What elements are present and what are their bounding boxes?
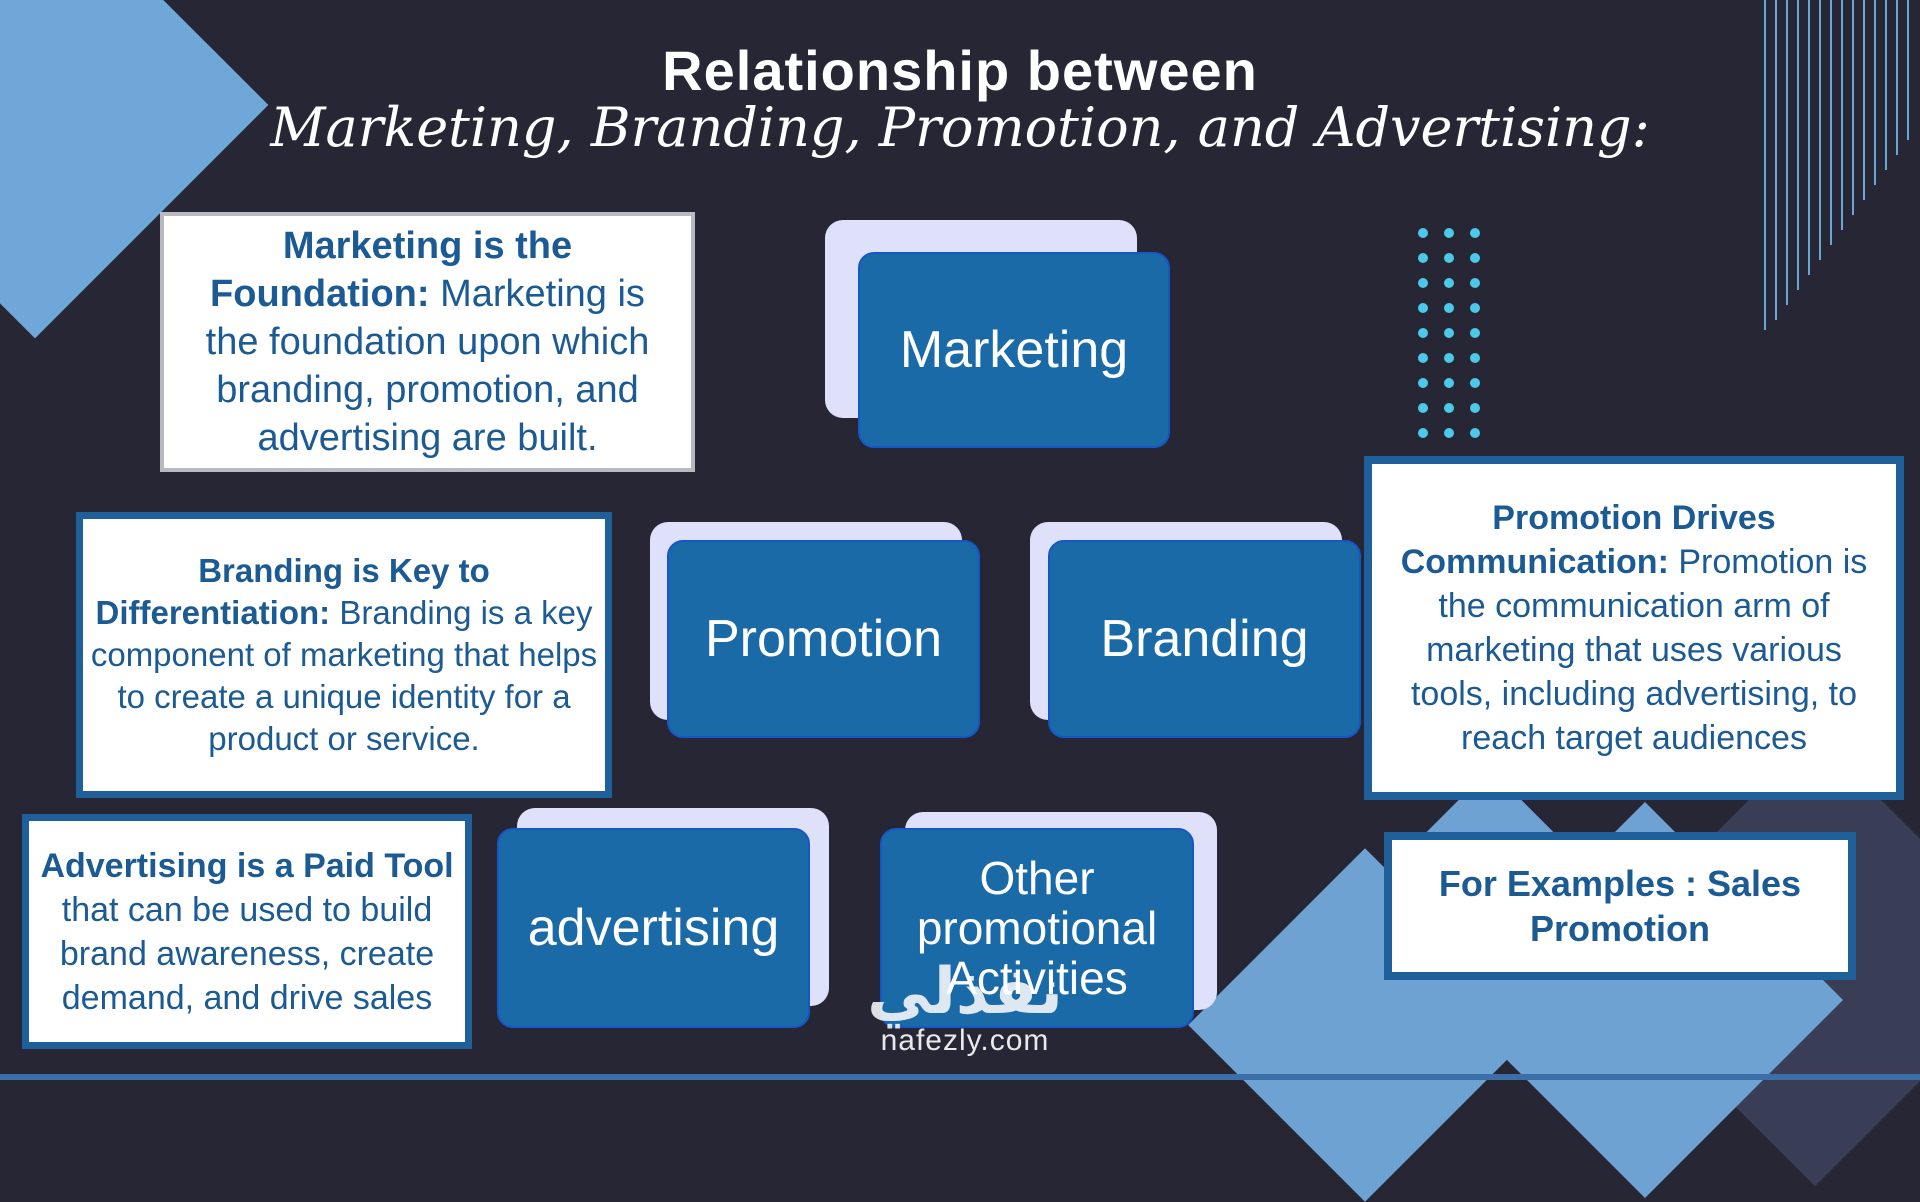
promotion-description-box: Promotion Drives Communication: Promotio… xyxy=(1364,456,1904,800)
promotion-card-label: Promotion xyxy=(705,610,942,668)
branding-description-box: Branding is Key to Differentiation: Bran… xyxy=(76,512,612,798)
marketing-description-box: Marketing is the Foundation: Marketing i… xyxy=(160,212,695,472)
advertising-description-heading: Advertising is a Paid Tool xyxy=(40,846,454,885)
other-promotional-card: Other promotional Activities xyxy=(880,828,1194,1028)
page-title: Relationship between xyxy=(662,39,1258,102)
promotion-description-heading: Promotion Drives Communication: xyxy=(1400,499,1776,581)
decorative-vertical-lines xyxy=(1764,0,1909,330)
marketing-description-heading: Marketing is the Foundation: xyxy=(210,225,573,315)
advertising-description-text: that can be used to build brand awarenes… xyxy=(59,890,435,1017)
promotion-description-text: Promotion is the communication arm of ma… xyxy=(1410,543,1868,757)
example-box: For Examples : Sales Promotion xyxy=(1384,832,1856,980)
page-subtitle: Marketing, Branding, Promotion, and Adve… xyxy=(270,96,1650,159)
example-text: For Examples : Sales Promotion xyxy=(1438,863,1802,949)
advertising-card: advertising xyxy=(497,828,810,1028)
branding-description-heading: Branding is Key to Differentiation: xyxy=(95,552,490,631)
watermark-site: nafezly.com xyxy=(880,1024,1050,1057)
marketing-description-text: Marketing is the foundation upon which b… xyxy=(205,273,650,459)
branding-description-text: Branding is a key component of marketing… xyxy=(90,594,598,757)
other-promotional-card-label: Other promotional Activities xyxy=(916,852,1158,1004)
advertising-description-box: Advertising is a Paid Tool that can be u… xyxy=(22,814,472,1049)
watermark: نفذلي nafezly.com xyxy=(850,960,1080,1080)
marketing-card: Marketing xyxy=(858,252,1170,448)
watermark-logo: نفذلي xyxy=(867,955,1063,1029)
branding-card-label: Branding xyxy=(1100,610,1309,668)
marketing-card-label: Marketing xyxy=(899,321,1129,379)
promotion-card: Promotion xyxy=(667,540,980,738)
advertising-card-label: advertising xyxy=(527,899,780,957)
decorative-dot-grid xyxy=(1418,228,1480,438)
bottom-bar xyxy=(0,1074,1920,1080)
branding-card: Branding xyxy=(1048,540,1361,738)
